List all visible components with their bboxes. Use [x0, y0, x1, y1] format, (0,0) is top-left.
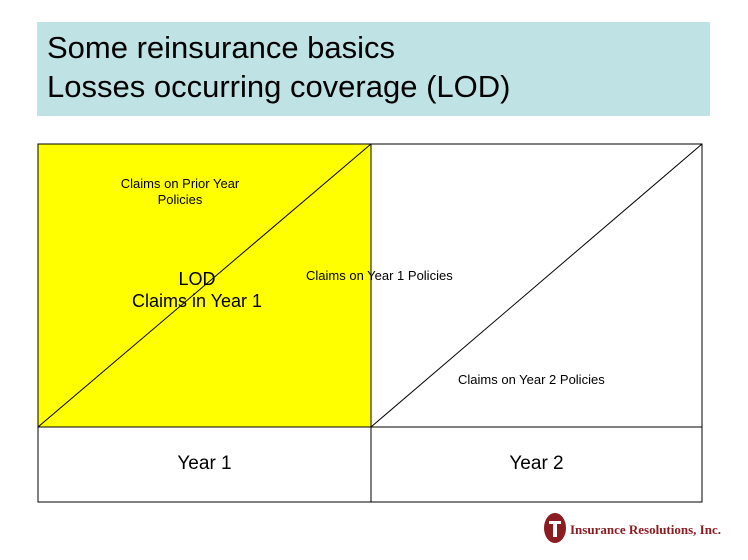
prior-year-claims-label: Claims on Prior Year Policies	[80, 176, 280, 207]
company-logo-mark-icon	[544, 513, 566, 543]
diagram-frame	[37, 143, 703, 503]
year2-label: Year 2	[509, 453, 564, 474]
lod-label: LOD Claims in Year 1	[66, 268, 328, 312]
company-logo: Insurance Resolutions, Inc.	[542, 511, 722, 545]
company-logo-text: Insurance Resolutions, Inc.	[570, 522, 721, 537]
title-line-2: Losses occurring coverage (LOD)	[47, 69, 511, 104]
year1-policies-claims-label: Claims on Year 1 Policies	[306, 268, 453, 283]
year1-label: Year 1	[177, 453, 232, 474]
lod-label-line-2: Claims in Year 1	[131, 291, 263, 311]
title-banner: Some reinsurance basics Losses occurring…	[37, 22, 710, 116]
year2-diagonal-line	[370, 143, 703, 428]
lod-label-line-1: LOD	[178, 269, 216, 289]
prior-year-claims-label-line-2: Policies	[157, 191, 203, 207]
title-line-1: Some reinsurance basics	[47, 30, 396, 65]
year1-diagonal-line	[37, 143, 372, 428]
year2-policies-claims-label: Claims on Year 2 Policies	[458, 372, 605, 387]
prior-year-claims-label-line-1: Claims on Prior Year	[120, 176, 240, 191]
